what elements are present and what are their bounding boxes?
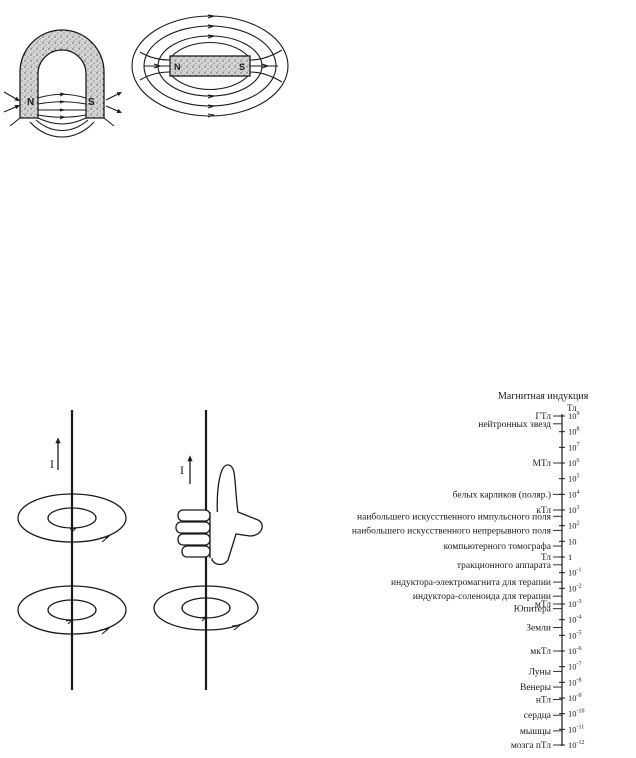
scale-tick-label: 10-12 xyxy=(568,740,585,750)
current-label-left: I xyxy=(50,457,54,471)
scale-label: мозга пТл xyxy=(511,741,551,751)
scale-tick-label: 10 xyxy=(568,536,577,546)
scale-label: мТл xyxy=(535,600,551,610)
scale-tick-label: 105 xyxy=(568,474,580,484)
scale-tick-label: 107 xyxy=(568,442,580,452)
scale-unit: Тл xyxy=(567,403,577,413)
right-hand-rule-diagram xyxy=(153,410,263,690)
scale-label: наибольшего искусственного непрерывного … xyxy=(352,525,552,536)
scale-tick-label: 102 xyxy=(568,521,580,531)
induction-scale: Магнитная индукция Тл 109 108 107 106 105 104… xyxy=(352,391,589,751)
scale-label: ГТл xyxy=(535,412,551,422)
scale-label: Венеры xyxy=(520,683,552,693)
scale-tick-label: 10-6 xyxy=(568,646,582,656)
bar-south-label: S xyxy=(239,62,245,72)
wire-field-diagram xyxy=(17,410,127,690)
bar-north-label: N xyxy=(174,62,181,72)
scale-title: Магнитная индукция xyxy=(498,391,589,402)
scale-label: нТл xyxy=(536,696,551,706)
scale-tick-label: 103 xyxy=(568,505,580,515)
scale-tick-label: 10-3 xyxy=(568,599,582,609)
scale-label: МТл xyxy=(532,459,551,469)
right-hand-icon xyxy=(175,464,263,566)
scale-label: компьютерного томографа xyxy=(444,541,552,552)
scale-label: кТл xyxy=(536,506,551,516)
scale-tick-label: 106 xyxy=(568,458,580,468)
scale-tick-label: 10-1 xyxy=(568,568,582,578)
scale-label: сердца xyxy=(524,711,552,721)
scale-label: нейтронных звезд xyxy=(478,419,551,430)
horseshoe-magnet-diagram xyxy=(3,29,123,138)
scale-tick-label: 104 xyxy=(568,489,580,499)
scale-tick-label: 1 xyxy=(568,552,572,562)
scale-tick-label: 10-11 xyxy=(568,724,584,734)
scale-label: мкТл xyxy=(530,647,551,657)
scale-label: Тл xyxy=(541,553,551,563)
scale-label: белых карликов (поляр.) xyxy=(453,489,551,500)
scale-label: Юпитера xyxy=(514,605,552,615)
scale-tick-label: 10-2 xyxy=(568,583,582,593)
horseshoe-magnet-body xyxy=(19,29,105,119)
scale-tick-label: 10-9 xyxy=(568,693,582,703)
scale-tick-label: 109 xyxy=(568,411,580,421)
scale-label: Луны xyxy=(529,667,552,677)
bar-magnet-body xyxy=(169,55,251,77)
scale-tick-label: 10-8 xyxy=(568,677,582,687)
scale-label: мышцы xyxy=(520,727,552,737)
scale-tick-label: 10-4 xyxy=(568,615,582,625)
scale-tick-label: 10-10 xyxy=(568,709,585,719)
scale-tick-label: 108 xyxy=(568,427,580,437)
bar-magnet-diagram xyxy=(131,14,289,118)
current-label-right: I xyxy=(180,463,184,477)
scale-ticks: 10910810710610510410310210110-110-210-31… xyxy=(559,411,585,750)
horseshoe-south-label: S xyxy=(88,97,95,108)
scale-label: индуктора-электромагнита для терапии xyxy=(391,578,551,588)
scale-label: тракционного аппарата xyxy=(457,561,552,571)
scale-label: наибольшего искусственного импульсного п… xyxy=(357,511,552,522)
scale-label: Земли xyxy=(526,624,551,634)
horseshoe-north-label: N xyxy=(27,97,34,108)
scale-tick-label: 10-7 xyxy=(568,662,582,672)
scale-tick-label: 10-5 xyxy=(568,630,582,640)
scale-label: индуктора-соленоида для терапии xyxy=(413,592,551,602)
